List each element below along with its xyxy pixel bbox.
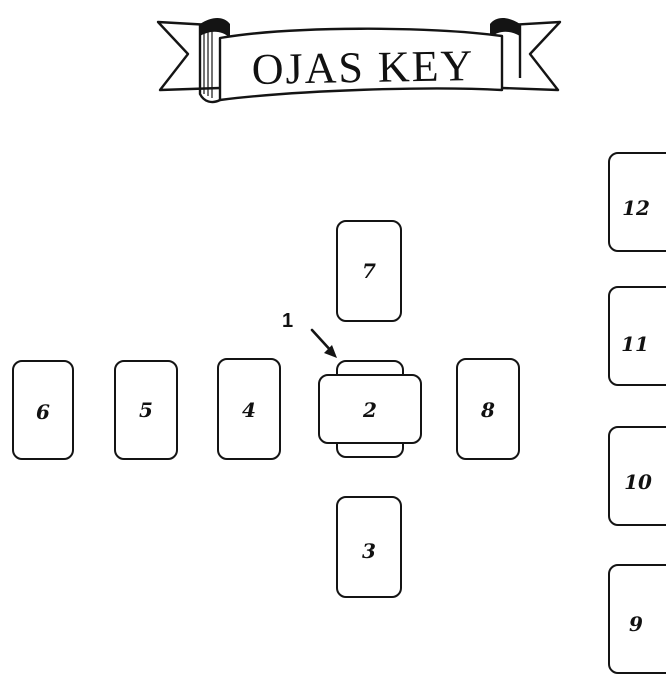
card-label-12: 12 [622, 196, 650, 220]
card-label-3: 3 [362, 539, 376, 563]
card-position-2 [318, 374, 422, 444]
card-label-6: 6 [36, 400, 50, 424]
card-position-7 [336, 220, 402, 322]
covered-card-label-1: 1 [282, 310, 294, 332]
card-position-3 [336, 496, 402, 598]
card-position-11 [608, 286, 666, 386]
card-label-5: 5 [139, 398, 153, 422]
card-position-8 [456, 358, 520, 460]
card-position-12 [608, 152, 666, 252]
card-position-5 [114, 360, 178, 460]
card-label-10: 10 [624, 470, 652, 494]
ribbon-banner [156, 18, 562, 104]
card-label-7: 7 [362, 259, 376, 283]
card-position-10 [608, 426, 666, 526]
card-position-6 [12, 360, 74, 460]
card-label-11: 11 [621, 332, 649, 356]
card-label-8: 8 [481, 398, 495, 422]
card-label-4: 4 [242, 398, 256, 422]
card-label-9: 9 [629, 612, 643, 636]
card-position-4 [217, 358, 281, 460]
card-label-2: 2 [363, 398, 377, 422]
